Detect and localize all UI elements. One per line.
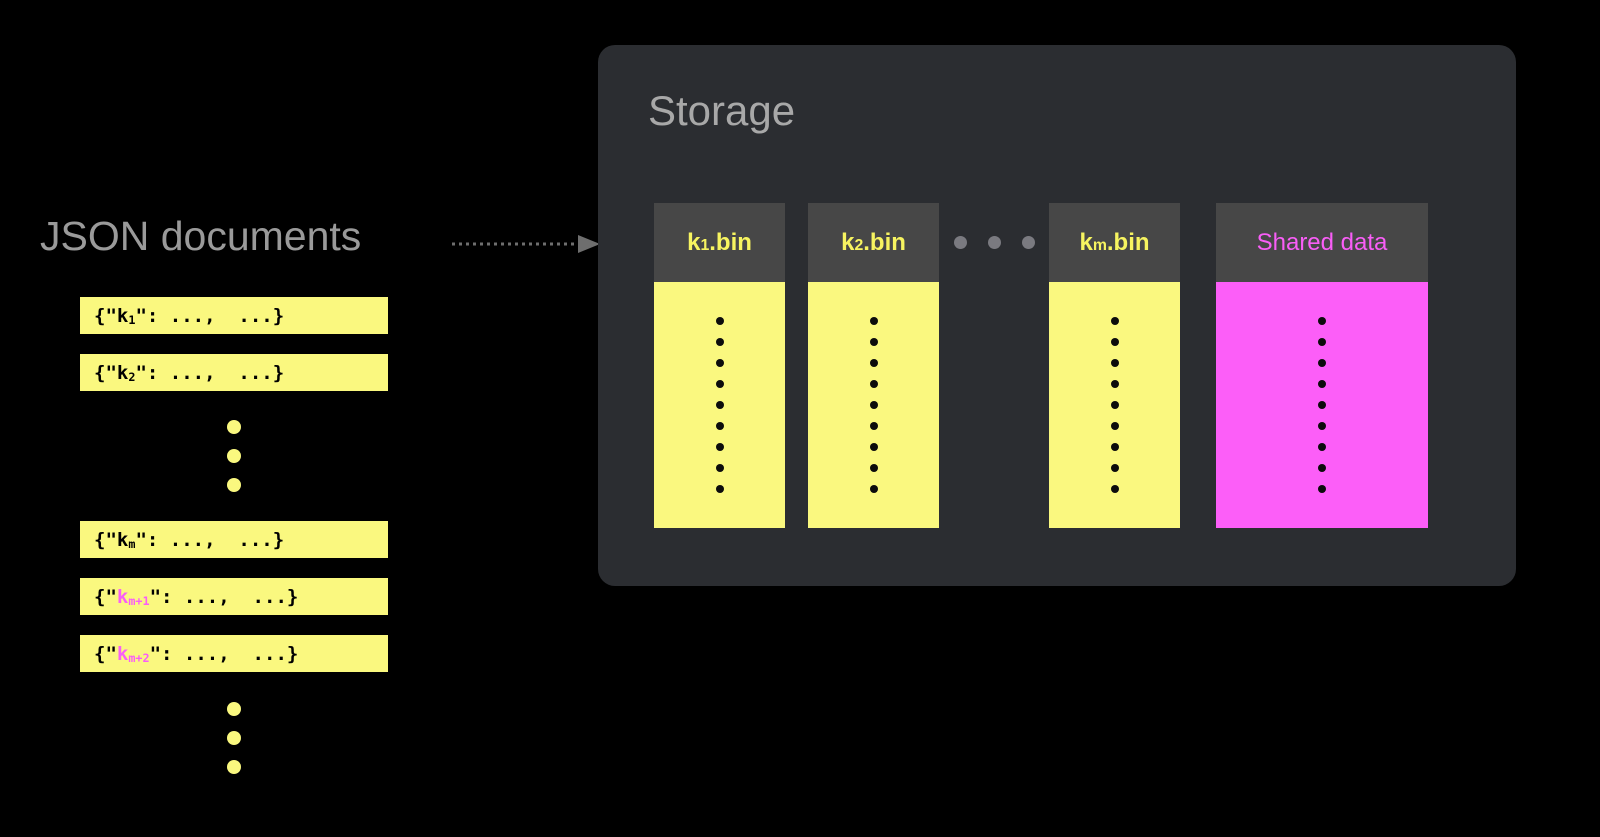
dot	[1110, 380, 1119, 388]
dot	[715, 485, 724, 493]
dot	[715, 401, 724, 409]
dot	[227, 449, 241, 463]
bin-body	[1216, 282, 1428, 528]
dot	[1318, 464, 1326, 472]
dot	[227, 420, 241, 434]
dot	[869, 485, 878, 493]
bin-header-label: Shared data	[1216, 203, 1428, 282]
vertical-ellipsis-icon	[80, 411, 388, 501]
dot	[1318, 401, 1326, 409]
doc-prefix: {"	[94, 361, 117, 384]
dot	[1318, 485, 1326, 493]
list-item: {"k2": ..., ...}	[80, 354, 388, 391]
dot	[1021, 236, 1035, 249]
doc-key: k2	[116, 361, 136, 385]
doc-suffix: ": ..., ...}	[135, 361, 285, 384]
doc-key: k1	[116, 304, 136, 328]
json-documents-title: JSON documents	[40, 213, 362, 259]
dot	[987, 236, 1001, 249]
dot	[227, 760, 241, 774]
dot	[715, 380, 724, 388]
dot	[869, 380, 878, 388]
doc-suffix: ": ..., ...}	[135, 304, 285, 327]
dot	[869, 422, 878, 430]
dot	[1110, 359, 1119, 367]
list-item: {"km": ..., ...}	[80, 521, 388, 558]
dot	[1318, 338, 1326, 346]
bin-label-subscript: 2	[854, 236, 864, 254]
bin-body	[654, 282, 785, 528]
doc-key-subscript: m+1	[128, 594, 150, 609]
dot	[953, 236, 967, 249]
dot	[227, 702, 241, 716]
doc-key-subscript: 1	[128, 313, 136, 328]
doc-suffix: ": ..., ...}	[149, 585, 299, 608]
dot	[227, 478, 241, 492]
dot	[1318, 443, 1326, 451]
bin-body	[808, 282, 939, 528]
dot	[1318, 380, 1326, 388]
dot	[1110, 485, 1119, 493]
page-title: Storage	[648, 87, 796, 134]
dot	[1110, 443, 1119, 451]
bin-label-subscript: 1	[700, 236, 710, 254]
doc-suffix: ": ..., ...}	[149, 642, 299, 665]
dot	[715, 359, 724, 367]
doc-key-subscript: m+2	[128, 651, 150, 666]
dot	[715, 464, 724, 472]
doc-key: km+2	[116, 642, 150, 666]
dot	[1110, 464, 1119, 472]
doc-prefix: {"	[94, 304, 117, 327]
doc-prefix: {"	[94, 528, 117, 551]
dot	[1110, 317, 1119, 325]
json-documents-section: JSON documents {"k1": ..., ...} {"k2": .…	[0, 0, 560, 837]
list-item: {"k1": ..., ...}	[80, 297, 388, 334]
dot	[1318, 317, 1326, 325]
dot	[715, 338, 724, 346]
dot	[869, 317, 878, 325]
dot	[1318, 422, 1326, 430]
horizontal-ellipsis-icon	[939, 203, 1049, 282]
dot	[715, 443, 724, 451]
vertical-ellipsis-icon	[80, 692, 388, 784]
dot	[869, 464, 878, 472]
list-item: {"km+2": ..., ...}	[80, 635, 388, 672]
bin-body	[1049, 282, 1180, 528]
storage-bin-shared-data: Shared data	[1216, 203, 1428, 528]
dot	[869, 443, 878, 451]
dot	[1110, 338, 1119, 346]
list-item: {"km+1": ..., ...}	[80, 578, 388, 615]
json-document-list: {"k1": ..., ...} {"k2": ..., ...} {"km":…	[80, 297, 388, 804]
doc-key-subscript: m	[128, 537, 136, 552]
doc-suffix: ": ..., ...}	[135, 528, 285, 551]
doc-prefix: {"	[94, 642, 117, 665]
dot	[715, 422, 724, 430]
dot	[1110, 401, 1119, 409]
doc-key-subscript: 2	[128, 370, 136, 385]
dot	[869, 338, 878, 346]
dot	[869, 359, 878, 367]
doc-key: km	[116, 528, 136, 552]
doc-prefix: {"	[94, 585, 117, 608]
dot	[227, 731, 241, 745]
dot	[1110, 422, 1119, 430]
dot	[1318, 359, 1326, 367]
bin-label-subscript: m	[1092, 236, 1107, 254]
dot	[715, 317, 724, 325]
dotted-arrow-icon	[452, 232, 600, 256]
dot	[869, 401, 878, 409]
doc-key: km+1	[116, 585, 150, 609]
